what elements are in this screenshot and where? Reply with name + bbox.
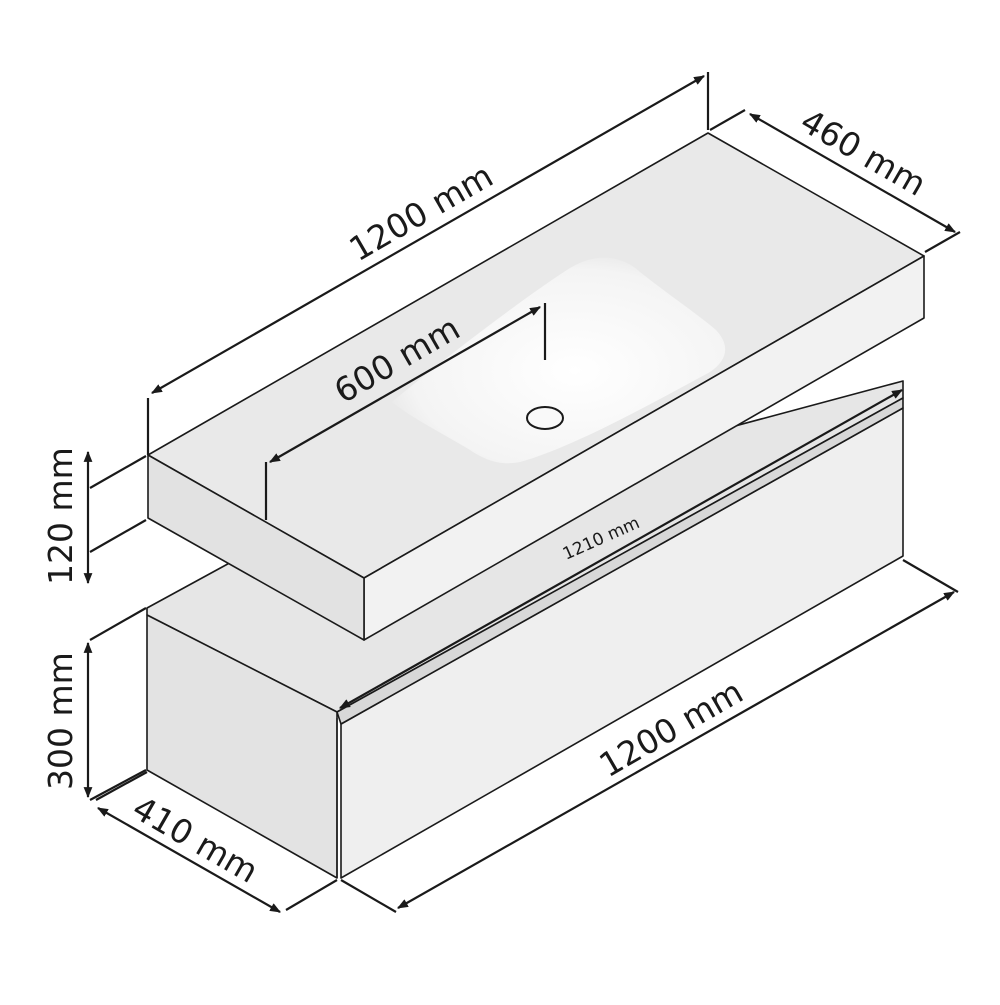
dim-line-basin-length <box>269 306 541 463</box>
drain-icon <box>526 406 564 430</box>
dim-line-cabinet-depth <box>97 807 281 913</box>
dim-line-top-depth <box>749 113 956 233</box>
dim-line-top-length <box>151 75 705 394</box>
label-top-length: 1200 mm <box>343 156 500 269</box>
dim-line-cabinet-length <box>397 591 955 909</box>
label-cabinet-height: 300 mm <box>41 652 80 790</box>
dimension-annotations <box>83 72 961 913</box>
label-top-thickness: 120 mm <box>41 447 80 585</box>
